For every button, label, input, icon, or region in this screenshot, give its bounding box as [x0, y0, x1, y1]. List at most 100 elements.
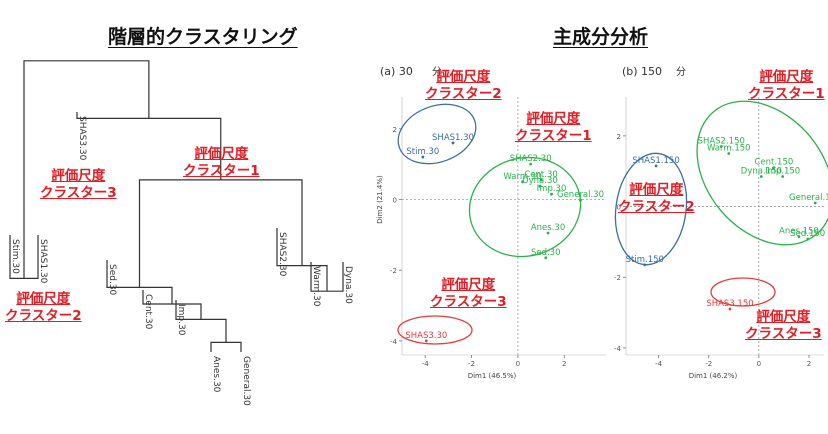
point-label-warm-150: Warm.150: [707, 144, 751, 154]
panel-label: (a) 30: [380, 65, 413, 78]
pca30-cluster1-line1: 評価尺度: [526, 111, 581, 127]
point-label-dyna-150: Dyna.150: [741, 167, 782, 177]
pca150-cluster1-line1: 評価尺度: [759, 69, 814, 85]
y-axis-label: Dim2 (21.4%): [376, 175, 384, 224]
point-stim-150: [643, 263, 647, 267]
x-axis-label: Dim1 (46.2%): [689, 372, 738, 380]
pca30-cluster3-line2: クラスター3: [430, 294, 507, 310]
point-dyna-30: [538, 184, 542, 188]
y-tick-label: 2: [617, 133, 621, 141]
point-warm-150: [727, 152, 731, 155]
dendro-cluster1-line1: 評価尺度: [194, 146, 249, 162]
point-cent-30: [539, 178, 543, 182]
point-label-shas3-150: SHAS3.150: [706, 299, 753, 309]
x-axis-label: Dim1 (46.5%): [468, 372, 517, 380]
point-imp-30: [550, 192, 553, 196]
point-label-general-30: General.30: [557, 190, 604, 200]
point-imp-150: [781, 175, 785, 178]
pca150-cluster3-line1: 評価尺度: [756, 309, 811, 325]
point-label-shas1-30: SHAS1.30: [432, 133, 474, 143]
pca30-cluster2-line2: クラスター2: [425, 86, 502, 102]
dendrogram-leaf-label: General.30: [241, 356, 251, 406]
y-tick-label: -4: [390, 338, 398, 346]
point-anes-150: [797, 235, 801, 239]
cluster-3-ellipse: [710, 277, 776, 307]
point-general-150: [813, 201, 817, 205]
cluster-2-ellipse: [614, 152, 688, 266]
point-shas2-30: [529, 162, 533, 166]
y-tick-label: 0: [393, 196, 397, 204]
point-shas3-150: [728, 307, 732, 311]
x-tick-label: 0: [757, 360, 761, 368]
panel-time-unit: 分: [676, 66, 686, 78]
pca150-cluster3-annotation: 評価尺度 クラスター3: [745, 309, 822, 343]
cluster-1-ellipse: [696, 100, 828, 246]
point-shas2-150: [719, 145, 723, 148]
pca150-cluster2-annotation: 評価尺度 クラスター2: [618, 182, 695, 216]
x-tick-label: 2: [807, 360, 811, 368]
point-label-shas1-150: SHAS1.150: [632, 156, 679, 166]
pca150-cluster1-annotation: 評価尺度 クラスター1: [748, 69, 825, 103]
panel-label: (b) 150: [622, 65, 662, 78]
point-anes-30: [546, 231, 550, 235]
dendrogram-leaf-label: Warm.30: [311, 266, 321, 307]
x-tick-label: 0: [516, 360, 520, 368]
pca150-cluster3-line2: クラスター3: [745, 326, 822, 342]
y-tick-label: 2: [393, 126, 397, 134]
dendro-cluster2-line1: 評価尺度: [16, 291, 71, 307]
dendrogram-leaf-label: Sed.30: [107, 264, 117, 296]
pca150-cluster1-line2: クラスター1: [748, 86, 825, 102]
point-sed-30: [544, 256, 548, 260]
point-shas3-30: [424, 339, 428, 343]
x-tick-label: -4: [655, 360, 663, 368]
point-label-imp-150: Imp.150: [765, 167, 800, 177]
point-shas1-30: [451, 141, 455, 145]
point-label-shas3-30: SHAS3.30: [405, 331, 447, 341]
dendro-cluster3-annotation: 評価尺度 クラスター3: [40, 168, 117, 202]
point-label-sed-150: Sed.150: [790, 229, 825, 239]
point-label-anes-30: Anes.30: [531, 223, 565, 233]
pca30-cluster2-annotation: 評価尺度 クラスター2: [425, 69, 502, 103]
dendro-cluster1-line2: クラスター1: [183, 163, 260, 179]
point-label-cent-30: Cent.30: [524, 170, 557, 180]
dendrogram-leaf-label: Stim.30: [10, 239, 20, 274]
dendro-cluster2-line2: クラスター2: [5, 308, 82, 324]
dendrogram-leaf-label: SHAS1.30: [38, 239, 48, 284]
dendrogram-leaf-label: SHAS2.30: [277, 232, 287, 277]
y-tick-label: -2: [390, 267, 397, 275]
pca-title: 主成分分析: [553, 26, 649, 48]
cluster-2-ellipse: [397, 103, 477, 165]
cluster-3-ellipse: [397, 315, 473, 345]
dendro-cluster3-line1: 評価尺度: [51, 168, 106, 184]
pca30-cluster3-annotation: 評価尺度 クラスター3: [430, 277, 507, 311]
pca30-cluster3-line1: 評価尺度: [441, 277, 496, 293]
point-label-warm-30: Warm.30: [503, 172, 541, 182]
dendrogram-leaf-label: Imp.30: [176, 304, 186, 336]
dendro-cluster1-annotation: 評価尺度 クラスター1: [183, 146, 260, 180]
point-label-shas2-30: SHAS2.30: [510, 154, 552, 164]
point-label-shas2-150: SHAS2.150: [698, 136, 745, 146]
point-shas1-150: [654, 164, 658, 168]
dendrogram-branch: [23, 60, 150, 279]
panel-time-unit: 分: [432, 66, 442, 78]
dendrogram-leaf-label: Anes.30: [211, 356, 221, 393]
pca30-cluster1-line2: クラスター1: [515, 128, 592, 144]
point-sed-150: [806, 237, 810, 241]
point-dyna-150: [759, 175, 763, 178]
pca30-cluster1-annotation: 評価尺度 クラスター1: [515, 111, 592, 145]
point-stim-30: [421, 155, 425, 159]
point-label-anes-150: Anes.150: [779, 227, 819, 237]
point-label-cent-150: Cent.150: [754, 158, 793, 168]
x-tick-label: -2: [705, 360, 712, 368]
pca150-cluster2-line2: クラスター2: [618, 199, 695, 215]
y-tick-label: -2: [614, 274, 621, 282]
point-label-imp-30: Imp.30: [537, 184, 567, 194]
point-cent-150: [772, 166, 776, 170]
point-label-general-150: General.150: [789, 193, 828, 203]
dendrogram-leaf-label: Cent.30: [143, 294, 153, 330]
point-general-30: [579, 198, 582, 202]
x-tick-label: 2: [562, 360, 566, 368]
